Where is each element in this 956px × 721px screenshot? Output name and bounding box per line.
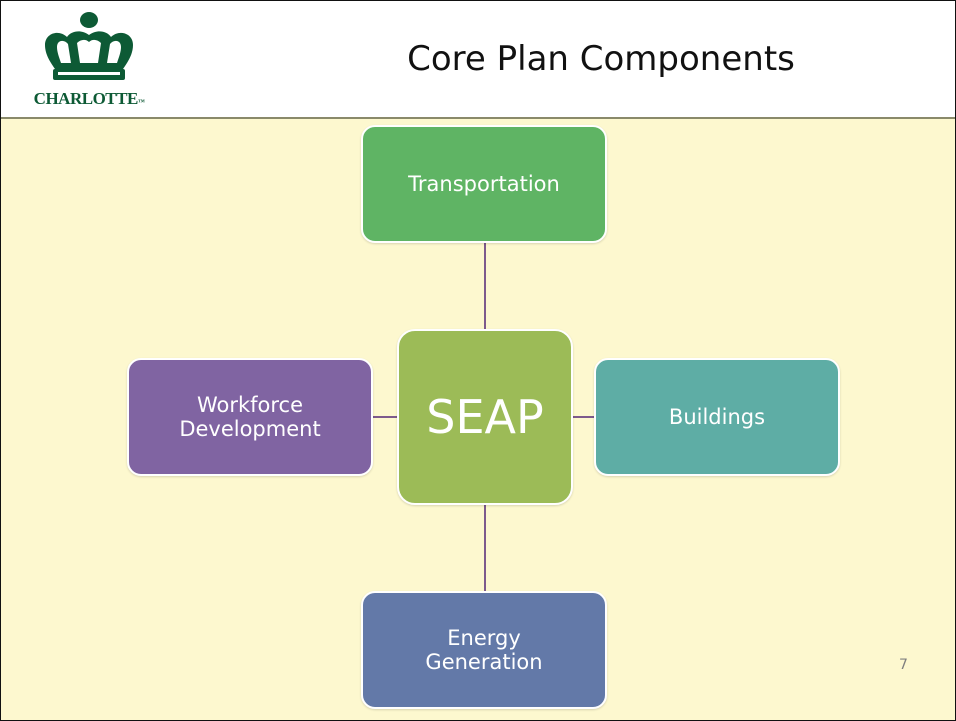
charlotte-logo: CHARLOTTE™ — [31, 11, 161, 111]
trademark-mark: ™ — [137, 98, 145, 106]
slide-header: CHARLOTTE™ Core Plan Components — [1, 1, 955, 117]
node-seap: SEAP — [397, 329, 573, 505]
node-buildings: Buildings — [594, 358, 840, 476]
node-workforce-development: Workforce Development — [127, 358, 373, 476]
page-title: Core Plan Components — [407, 39, 795, 79]
crown-icon — [45, 12, 133, 80]
header-divider — [1, 117, 955, 119]
node-energy-generation: Energy Generation — [361, 591, 607, 709]
node-transportation: Transportation — [361, 125, 607, 243]
page-number: 7 — [899, 657, 908, 673]
logo-wordmark: CHARLOTTE™ — [33, 89, 145, 108]
